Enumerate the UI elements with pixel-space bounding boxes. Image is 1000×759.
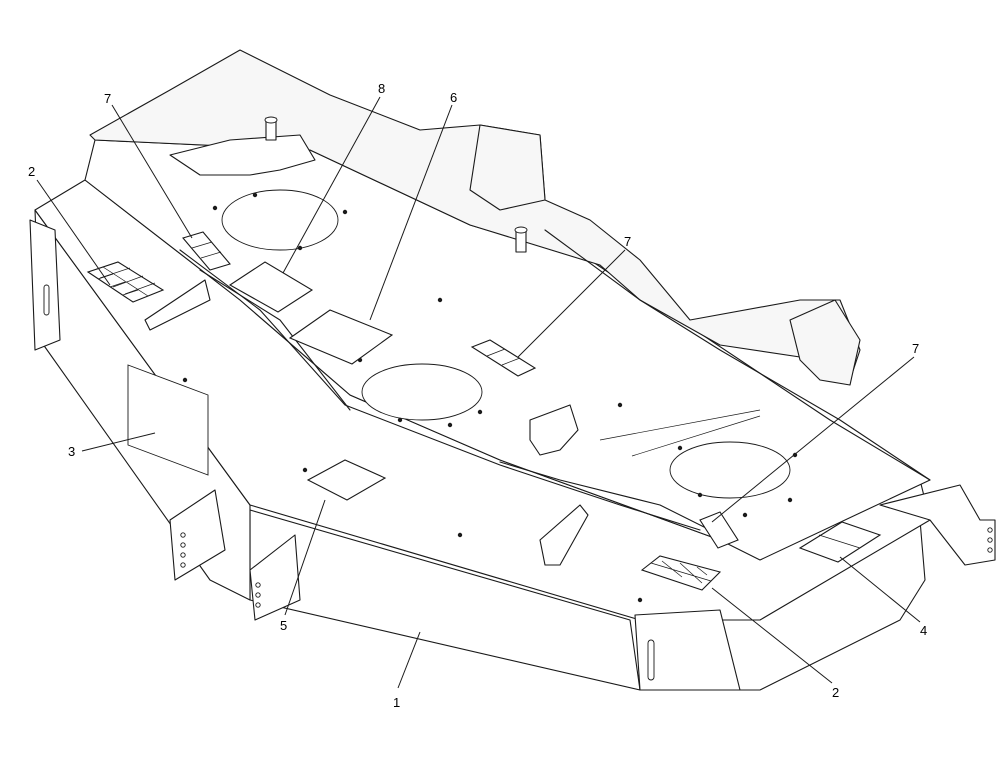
bracket-left-upper <box>144 279 211 331</box>
leader-1 <box>397 631 421 689</box>
leader-lines <box>36 96 921 689</box>
bracket-right-side <box>879 484 996 566</box>
decal-7-center <box>470 339 537 377</box>
callout-4: 4 <box>920 623 927 638</box>
callout-5: 5 <box>280 618 287 633</box>
blade-opening-right <box>669 441 791 499</box>
deck-rear-wall <box>89 49 861 381</box>
callout-2-right: 2 <box>832 685 839 700</box>
leader-7-center <box>517 249 626 358</box>
decal-8 <box>228 261 314 313</box>
bracket-center <box>539 504 589 566</box>
callout-7-left: 7 <box>104 91 111 106</box>
decal-5 <box>306 459 387 501</box>
leader-7-left <box>111 104 193 239</box>
leader-3 <box>81 432 156 452</box>
deck-top-edge-right <box>544 229 931 481</box>
deck-slot-left <box>127 364 209 476</box>
leader-8 <box>282 96 381 274</box>
blade-opening-center <box>361 363 483 421</box>
deck-baffle-front <box>499 461 721 536</box>
decals <box>86 231 882 591</box>
callout-7-right: 7 <box>912 341 919 356</box>
leader-2-left <box>36 179 111 286</box>
decal-7-right <box>699 511 739 549</box>
deck-ridge-left <box>179 249 701 531</box>
bracket-right-front <box>634 609 741 691</box>
left-end-slot <box>43 284 50 316</box>
callout-7-center: 7 <box>624 234 631 249</box>
decal-2-left <box>86 261 165 303</box>
deck-ridge-inner <box>199 269 351 411</box>
bracket-rear-right <box>789 299 861 386</box>
adjustment-rod <box>599 409 761 441</box>
decal-7-left <box>182 231 231 271</box>
spindle-plate <box>169 134 316 176</box>
leader-6 <box>369 104 453 321</box>
callout-2-left: 2 <box>28 164 35 179</box>
mount-brackets <box>29 124 996 691</box>
blade-openings <box>221 189 791 499</box>
decal-2-right <box>640 555 722 591</box>
leader-2-right <box>711 587 833 684</box>
decal-4 <box>798 521 882 563</box>
leader-5 <box>284 499 326 616</box>
leader-4 <box>839 556 921 623</box>
decal-6 <box>288 309 394 365</box>
callout-8: 8 <box>378 81 385 96</box>
callout-6: 6 <box>450 90 457 105</box>
bracket-idler <box>529 404 579 456</box>
blade-opening-left <box>221 189 339 251</box>
bracket-rear-center <box>469 124 546 211</box>
bracket-left-lower <box>249 534 301 621</box>
leader-7-right <box>711 356 915 523</box>
bracket-slot <box>647 639 655 681</box>
callout-3: 3 <box>68 444 75 459</box>
callout-labels: 1 2 2 3 4 5 6 7 7 7 8 <box>28 81 927 710</box>
callout-1: 1 <box>393 695 400 710</box>
